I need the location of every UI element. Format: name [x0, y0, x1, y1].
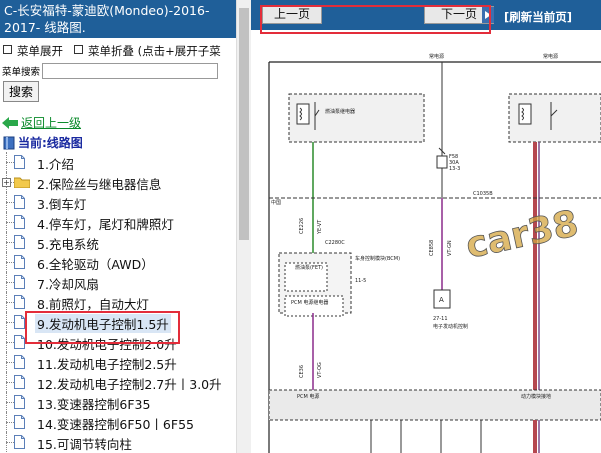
- sensor-id: 27-11: [433, 316, 448, 322]
- document-icon: [14, 435, 25, 449]
- sensor-label: 电子发动机控制: [433, 323, 468, 330]
- expand-plus-icon[interactable]: +: [2, 178, 11, 187]
- tree-item-label: 4.停车灯，尾灯和牌照灯: [37, 217, 174, 232]
- scrollbar-thumb[interactable]: [239, 8, 249, 240]
- tree-item[interactable]: 14.变速器控制6F50丨6F55: [0, 412, 236, 432]
- search-label: 菜单搜索: [2, 67, 41, 78]
- bcm-title: 车身控制模块(BCM): [355, 255, 400, 262]
- sensor-a: A: [439, 296, 444, 304]
- tree-item[interactable]: 11.发动机电子控制2.5升: [0, 352, 236, 372]
- document-icon: [14, 195, 25, 209]
- tree-item[interactable]: 12.发动机电子控制2.7升丨3.0升: [0, 372, 236, 392]
- highlight-box: [25, 311, 180, 344]
- next-page-label: 下一页: [440, 7, 477, 21]
- connector-ce858: CE858: [429, 240, 435, 256]
- tree-item[interactable]: 5.充电系统: [0, 232, 236, 252]
- tree-item[interactable]: 9.发动机电子控制1.5升: [0, 312, 236, 333]
- wiring-diagram: 常电源 常电源 燃油泵继电器 F58 30A 13-3 中国 C1035B CE…: [268, 53, 601, 453]
- document-icon: [14, 155, 25, 169]
- connector-ce36: CE36: [299, 365, 305, 378]
- tree-item-label: 12.发动机电子控制2.7升丨3.0升: [37, 377, 222, 392]
- tree-item-label: 13.变速器控制6F35: [37, 397, 151, 412]
- wire-ye-vt: YE-VT: [317, 219, 323, 235]
- connector-ce226: CE226: [299, 218, 305, 234]
- document-icon: [14, 215, 25, 229]
- square-icon: [3, 45, 12, 54]
- document-icon: [14, 295, 25, 309]
- tree-item[interactable]: 1.介绍: [0, 152, 236, 172]
- document-icon: [14, 335, 25, 349]
- connector-c2280c: C2280C: [325, 240, 345, 246]
- current-label: 当前:线路图: [18, 136, 83, 150]
- tree-item[interactable]: 4.停车灯，尾灯和牌照灯: [0, 212, 236, 232]
- tree-item-label: 8.前照灯，自动大灯: [37, 297, 149, 312]
- tree-item-label: 5.充电系统: [37, 237, 99, 252]
- document-icon: [14, 415, 25, 429]
- square-icon: [73, 45, 83, 54]
- tree-item[interactable]: 13.变速器控制6F35: [0, 392, 236, 412]
- power-label-left: 常电源: [429, 53, 444, 60]
- content-pane: 上一页 下一页 [刷新当前页] 常电源 常电源 燃油泵继电器: [251, 0, 601, 453]
- fuse-label: F58: [449, 154, 458, 160]
- tree-item-label: 15.可调节转向柱: [37, 437, 132, 452]
- document-icon: [14, 275, 25, 289]
- wire-vt-og: VT-OG: [317, 362, 323, 378]
- search-row: 菜单搜索: [0, 59, 236, 79]
- folder-icon: [14, 177, 30, 188]
- document-title: C-长安福特-蒙迪欧(Mondeo)-2016-2017- 线路图.: [0, 0, 236, 38]
- fuse-location: 13-3: [449, 166, 460, 172]
- tree-item-label: 3.倒车灯: [37, 197, 87, 212]
- tree-item[interactable]: 10.发动机电子控制2.0升: [0, 332, 236, 352]
- tree-item[interactable]: 15.可调节转向柱: [0, 432, 236, 452]
- fet-label: 燃油泵(FET): [295, 264, 323, 271]
- tree-item[interactable]: +2.保险丝与继电器信息: [0, 172, 236, 192]
- tree-item-label: 1.介绍: [37, 157, 74, 172]
- relay-left-label: 燃油泵继电器: [325, 108, 355, 115]
- tree-item[interactable]: 7.冷却风扇: [0, 272, 236, 292]
- sidebar: C-长安福特-蒙迪欧(Mondeo)-2016-2017- 线路图. 菜单展开 …: [0, 0, 236, 453]
- pcm-relay-label: PCM 电源继电器: [291, 299, 328, 306]
- tree-item[interactable]: 6.全轮驱动（AWD）: [0, 252, 236, 272]
- fuse-amp: 30A: [449, 160, 459, 166]
- document-icon: [14, 235, 25, 249]
- tree-item[interactable]: 3.倒车灯: [0, 192, 236, 212]
- menu-controls: 菜单展开 菜单折叠 (点击+展开子菜: [0, 38, 236, 59]
- tree-item[interactable]: 8.前照灯，自动大灯: [0, 292, 236, 312]
- search-button[interactable]: 搜索: [3, 81, 40, 102]
- back-link-label: 返回上一级: [21, 116, 82, 130]
- watermark: car38: [462, 203, 582, 267]
- document-icon: [14, 355, 25, 369]
- power-label-right: 常电源: [543, 53, 558, 60]
- tree-item-label: 9.发动机电子控制1.5升: [35, 314, 171, 333]
- search-input[interactable]: [42, 63, 219, 79]
- bcm-id: 11-5: [355, 278, 366, 284]
- document-icon: [14, 255, 25, 269]
- connector-c1035b: C1035B: [473, 191, 493, 197]
- menu-collapse-link[interactable]: 菜单折叠 (点击+展开子菜: [73, 44, 221, 58]
- arrow-right-icon: [482, 7, 494, 23]
- document-icon: [14, 315, 25, 329]
- pcm-bottom-label: PCM 电源: [297, 393, 319, 400]
- book-icon: [3, 136, 15, 149]
- tree-item-label: 6.全轮驱动（AWD）: [37, 257, 154, 272]
- back-arrow-icon: [2, 116, 18, 129]
- highlight-box: [260, 5, 491, 34]
- wire-vt-gn: VT-GN: [447, 240, 453, 256]
- module-right-label: 动力模块接地: [521, 393, 551, 400]
- back-link[interactable]: 返回上一级: [0, 114, 236, 131]
- tree-item-label: 7.冷却风扇: [37, 277, 99, 292]
- document-icon: [14, 395, 25, 409]
- tree-item-label: 14.变速器控制6F50丨6F55: [37, 417, 194, 432]
- current-location: 当前:线路图: [0, 134, 236, 151]
- sidebar-scrollbar[interactable]: [236, 0, 251, 453]
- document-icon: [14, 375, 25, 389]
- tree-item-label: 11.发动机电子控制2.5升: [37, 357, 177, 372]
- tree-item-label: 10.发动机电子控制2.0升: [37, 337, 177, 352]
- region-label: 中国: [271, 199, 281, 206]
- tree-item-label: 2.保险丝与继电器信息: [37, 177, 162, 192]
- refresh-link[interactable]: [刷新当前页]: [504, 10, 573, 24]
- menu-expand-link[interactable]: 菜单展开: [3, 44, 63, 58]
